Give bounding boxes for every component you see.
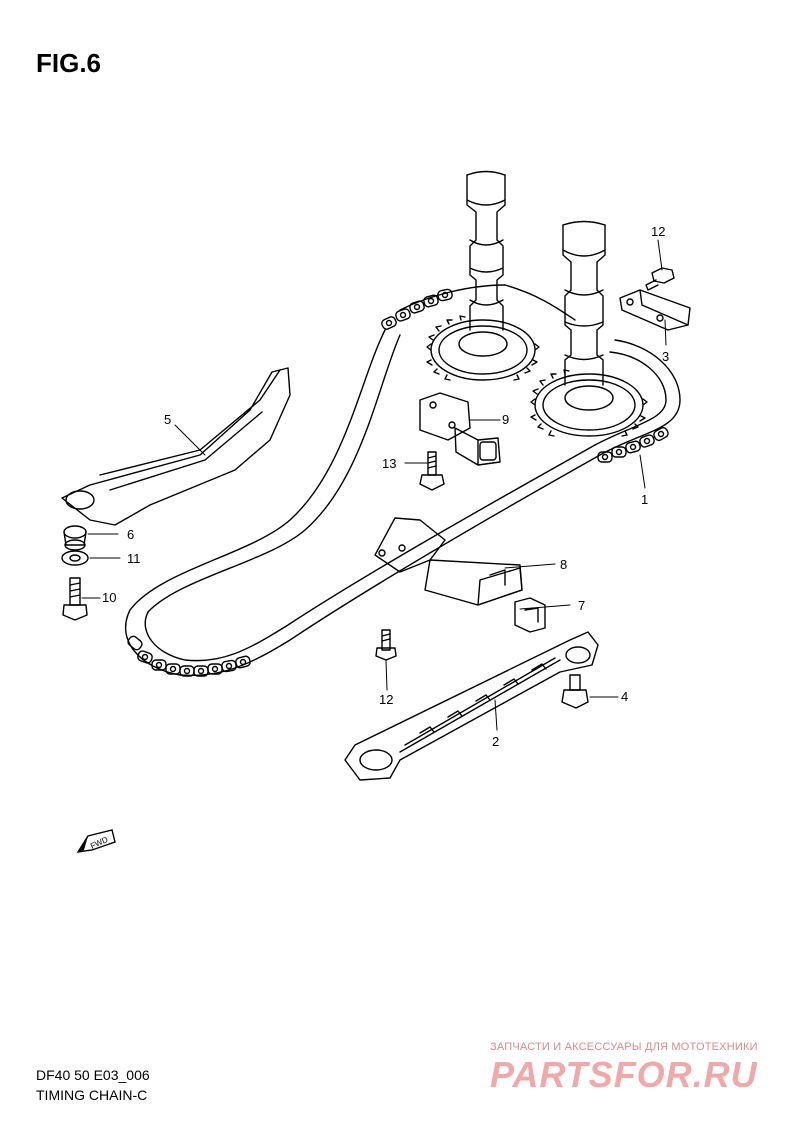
callout-5: 5	[164, 412, 171, 427]
tensioner-arm	[61, 367, 291, 526]
fwd-arrow: FWD	[76, 829, 116, 853]
callout-9: 9	[502, 412, 509, 427]
callout-8: 8	[560, 557, 567, 572]
tensioner	[419, 392, 501, 466]
collar	[63, 525, 87, 551]
clip	[514, 597, 546, 633]
bolt-10	[62, 577, 88, 621]
sprocket-left	[426, 315, 540, 381]
callout-7: 7	[578, 598, 585, 613]
callout-4: 4	[621, 689, 628, 704]
watermark-tagline: ЗАПЧАСТИ И АКСЕССУАРЫ ДЛЯ МОТОТЕХНИКИ	[490, 1041, 758, 1053]
callout-12-top: 12	[651, 224, 665, 239]
guide-plate	[374, 517, 523, 606]
bracket	[619, 289, 691, 331]
camshaft-left	[466, 170, 506, 331]
callout-10: 10	[102, 590, 116, 605]
bolt-12-bottom	[375, 629, 397, 661]
chain-guide	[344, 631, 599, 781]
callout-13: 13	[382, 456, 396, 471]
sprocket-right	[530, 369, 648, 437]
drawing-name: TIMING CHAIN-C	[36, 1087, 148, 1103]
callout-3: 3	[662, 349, 669, 364]
drawing-code: DF40 50 E03_006	[36, 1067, 150, 1083]
bolt-12-top	[645, 267, 675, 291]
callout-6: 6	[127, 527, 134, 542]
bolt-13	[419, 451, 445, 491]
callout-1: 1	[641, 492, 648, 507]
washer	[61, 550, 89, 566]
leader-lines	[81, 239, 667, 731]
watermark-logo: PARTSFOR.RU	[490, 1054, 758, 1095]
timing-chain	[124, 284, 681, 677]
bolt-4	[561, 674, 589, 709]
camshaft-right	[562, 220, 606, 386]
callout-11: 11	[127, 551, 141, 566]
callout-2: 2	[492, 734, 499, 749]
figure-title: FIG.6	[36, 48, 102, 78]
callout-12-bottom: 12	[379, 692, 393, 707]
